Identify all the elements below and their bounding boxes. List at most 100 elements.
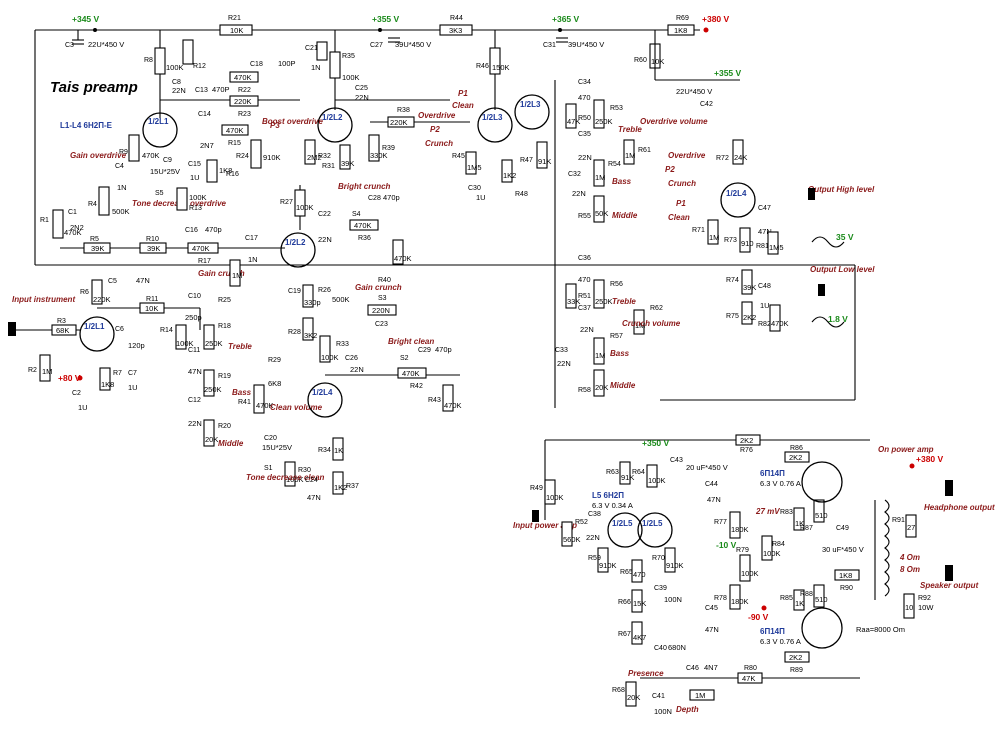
val-c46: 4N7: [704, 663, 718, 672]
ref-r53: R53: [610, 105, 623, 112]
val-r49: 100K: [546, 493, 564, 502]
pot-treble-crunch[interactable]: [593, 279, 605, 309]
ref-c5: C5: [108, 278, 117, 285]
val-r1: 470K: [64, 228, 82, 237]
label-gain-overdrive: Gain overdrive: [70, 151, 127, 160]
ref-c18: C18: [250, 61, 263, 68]
speaker-jack-icon[interactable]: [945, 565, 953, 581]
pot-depth[interactable]: [689, 689, 715, 701]
l5-note: L5 6Н2П: [592, 491, 624, 500]
label-crunch-volume: Crunch volume: [622, 319, 681, 328]
val-r6: 220K: [93, 295, 111, 304]
pot-overdrive-volume[interactable]: [623, 139, 635, 165]
ref-c3: C3: [65, 42, 74, 49]
val-r51: 33K: [567, 297, 580, 306]
val-r46: 150K: [492, 63, 510, 72]
pot-presence[interactable]: [625, 681, 637, 707]
pot-bass-overdrive[interactable]: [593, 159, 605, 187]
switch-p3[interactable]: P3: [270, 121, 280, 130]
ref-r41: C23: [375, 321, 388, 328]
pot-middle-overdrive[interactable]: [593, 195, 605, 223]
pot-bass-crunch[interactable]: [593, 337, 605, 365]
val-c48: 1U: [760, 301, 770, 310]
ref-c27: C27: [370, 42, 383, 49]
val-r17: 470K: [192, 244, 210, 253]
label-355v-right: +355 V: [714, 68, 742, 78]
switch-s3[interactable]: S3: [378, 295, 387, 302]
switch-s1[interactable]: S1: [264, 465, 273, 472]
val-c41: 100N: [654, 707, 672, 716]
pot-gain-overdrive[interactable]: [98, 186, 110, 216]
ref-c16: C16: [185, 227, 198, 234]
ref-r63: R63: [606, 469, 619, 476]
val-r55: 50K: [595, 209, 608, 218]
switch-s4[interactable]: S4: [352, 211, 361, 218]
val-c11: 47N: [188, 367, 202, 376]
val-r65: 470: [633, 570, 646, 579]
ref-c47: C47: [758, 205, 771, 212]
val-r20: 20K: [205, 435, 218, 444]
ref-r48: R48: [515, 191, 528, 198]
val-r5: 39K: [91, 244, 104, 253]
tube-label-6: 1/2L3: [482, 113, 503, 122]
switch-p1-right[interactable]: P1: [676, 199, 686, 208]
label-headphone-output: Headphone output: [924, 503, 995, 512]
switch-p2-top[interactable]: P2: [430, 125, 440, 134]
pot-clean-volume[interactable]: [253, 384, 265, 414]
ref-c24: C24: [305, 477, 318, 484]
val-r32: 2M2: [307, 153, 322, 162]
val-c20: 15U*25V: [262, 443, 292, 452]
ref-c46: C46: [686, 665, 699, 672]
val-c17: 1N: [248, 255, 258, 264]
val-c10: 250p: [185, 313, 202, 322]
label-clean-p1: Clean: [668, 213, 690, 222]
pot-crunch-volume[interactable]: [633, 309, 645, 335]
ref-r90: R90: [840, 585, 853, 592]
val-r10: 39K: [147, 244, 160, 253]
switch-s2[interactable]: S2: [400, 355, 409, 362]
label-clean-volume: Clean volume: [270, 403, 323, 412]
ref-r84: R84: [772, 541, 785, 548]
tube-label-5: 1/2L4: [312, 388, 333, 397]
val-r22: 470K: [234, 73, 252, 82]
ref-c37: C37: [578, 305, 591, 312]
val-r24: 910K: [263, 153, 281, 162]
switch-p2-right[interactable]: P2: [665, 165, 675, 174]
pot-gain-crunch[interactable]: [229, 259, 241, 287]
val-r35: 100K: [342, 73, 360, 82]
ref-r57: R57: [610, 333, 623, 340]
ref-c38: C38: [588, 511, 601, 518]
pot-treble-clean[interactable]: [203, 324, 215, 350]
output-low-jack-icon[interactable]: [818, 284, 825, 296]
label-treble-clean: Treble: [228, 342, 252, 351]
switch-p1-top[interactable]: P1: [458, 89, 468, 98]
pot-treble-overdrive[interactable]: [593, 99, 605, 129]
ref-r40: R40: [378, 277, 391, 284]
ref-r85: R85: [780, 595, 793, 602]
val-r41: 220N: [372, 306, 390, 315]
stage-l4-lower: 100K R33 C26 22N 1/2L4 Bright clean S2 C…: [246, 335, 462, 502]
headphone-jack-icon[interactable]: [945, 480, 953, 496]
val-r48: 1K2: [503, 171, 516, 180]
tubes-note: L1-L4 6Н2П-Е: [60, 121, 113, 130]
input-jack-icon[interactable]: [8, 322, 16, 336]
l5-sub: 6.3 V 0.34 A: [592, 501, 633, 510]
output-high-jack-icon[interactable]: [808, 188, 815, 200]
pot-middle-crunch[interactable]: [593, 369, 605, 397]
ref-c2: C2: [72, 390, 81, 397]
ref-r16: R16: [226, 171, 239, 178]
ref-c31: C31: [543, 42, 556, 49]
val-r28: 330p: [304, 298, 321, 307]
val-r14: 100K: [176, 339, 194, 348]
val-c32: 22N: [572, 189, 586, 198]
val-r33: 100K: [321, 353, 339, 362]
power-amp-input-jack-icon[interactable]: [532, 510, 539, 522]
label-overdrive: Overdrive: [418, 111, 456, 120]
mid-bus: R5 39K R10 39K C16 470p 470K R17 C17 1N …: [60, 225, 285, 304]
ref-r3: R3: [57, 318, 66, 325]
label-380v-top: +380 V: [702, 14, 730, 24]
pot-middle-clean[interactable]: [203, 419, 215, 447]
pot-bass-clean[interactable]: [203, 369, 215, 397]
label-treble-crunch: Treble: [612, 297, 636, 306]
